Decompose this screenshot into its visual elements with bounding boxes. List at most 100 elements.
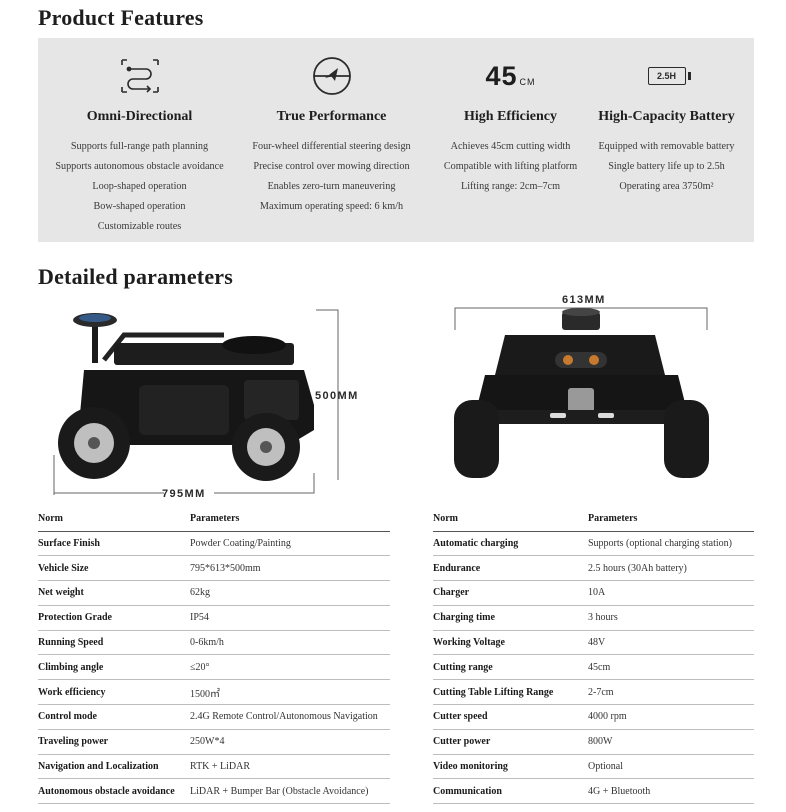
param-value: 2-7cm: [588, 679, 754, 706]
param-name: Vehicle Size: [38, 555, 190, 582]
battery-icon: 2.5H: [637, 54, 697, 98]
param-name: Communication: [433, 778, 588, 805]
features-section-title: Product Features: [38, 5, 204, 30]
param-name: Cutter power: [433, 729, 588, 755]
feature-line: Maximum operating speed: 6 km/h: [259, 201, 404, 212]
param-value: Optional: [588, 754, 754, 780]
battery-terminal: [687, 72, 691, 80]
header-norm: Norm: [433, 507, 588, 532]
param-value: LiDAR + Bumper Bar (Obstacle Avoidance): [190, 778, 390, 805]
mower-side-view-image: [53, 309, 339, 495]
param-name: Net weight: [38, 580, 190, 606]
param-value: Supports (optional charging station): [588, 531, 754, 557]
param-name: Protection Grade: [38, 605, 190, 631]
param-name: Climbing angle: [38, 654, 190, 681]
cutting-width-unit: CM: [519, 76, 536, 87]
param-value: 1500㎡: [190, 679, 390, 706]
param-name: Cutter speed: [433, 704, 588, 730]
feature-title: Omni-Directional: [86, 109, 193, 124]
feature-line: Achieves 45cm cutting width: [450, 141, 571, 152]
param-name: Work efficiency: [38, 679, 190, 706]
feature-title: High-Capacity Battery: [598, 109, 735, 124]
feature-line: Operating area 3750m²: [619, 181, 714, 192]
param-name: Cutting range: [433, 654, 588, 681]
feature-line: Bow-shaped operation: [93, 201, 186, 212]
feature-line: Single battery life up to 2.5h: [608, 161, 725, 172]
param-name: Traveling power: [38, 729, 190, 755]
feature-omni-directional: Omni-Directional Supports full-range pat…: [50, 38, 229, 242]
param-name: Endurance: [433, 555, 588, 582]
param-name: Autonomous obstacle avoidance: [38, 778, 190, 805]
feature-title: True Performance: [276, 109, 387, 124]
param-value: 3 hours: [588, 605, 754, 631]
param-value: 2.5 hours (30Ah battery): [588, 555, 754, 582]
param-value: 4G + Bluetooth: [588, 778, 754, 805]
param-value: 795*613*500mm: [190, 555, 390, 582]
feature-high-capacity-battery: 2.5H High-Capacity Battery Equipped with…: [579, 38, 754, 242]
feature-line: Equipped with removable battery: [598, 141, 735, 152]
params-section-title: Detailed parameters: [38, 264, 234, 289]
header-parameters: Parameters: [588, 507, 754, 532]
header-norm: Norm: [38, 507, 190, 532]
feature-line: Customizable routes: [97, 221, 182, 232]
param-name: Charging time: [433, 605, 588, 631]
param-name: Running Speed: [38, 630, 190, 656]
features-panel: Omni-Directional Supports full-range pat…: [38, 38, 754, 242]
param-name: Surface Finish: [38, 531, 190, 557]
param-value: ≤20°: [190, 654, 390, 681]
param-name: Cutting Table Lifting Range: [433, 679, 588, 706]
param-value: 2.4G Remote Control/Autonomous Navigatio…: [190, 704, 390, 730]
height-dimension-label: 500MM: [315, 390, 359, 402]
feature-line: Loop-shaped operation: [92, 181, 187, 192]
cutting-width-value: 45: [485, 60, 518, 91]
param-name: Navigation and Localization: [38, 754, 190, 780]
feature-line: Enables zero-turn maneuvering: [267, 181, 396, 192]
length-dimension-label: 795MM: [162, 488, 206, 500]
navigation-arrow-icon: [308, 54, 356, 98]
param-value: 4000 rpm: [588, 704, 754, 730]
param-value: Powder Coating/Painting: [190, 531, 390, 557]
param-value: IP54: [190, 605, 390, 631]
feature-line: Supports full-range path planning: [70, 141, 209, 152]
param-value: 10A: [588, 580, 754, 606]
param-name: Video monitoring: [433, 754, 588, 780]
param-value: 62kg: [190, 580, 390, 606]
battery-icon-label: 2.5H: [656, 71, 676, 81]
param-value: 0-6km/h: [190, 630, 390, 656]
param-value: RTK + LiDAR: [190, 754, 390, 780]
param-value: 800W: [588, 729, 754, 755]
header-parameters: Parameters: [190, 507, 390, 532]
param-name: Control mode: [38, 704, 190, 730]
param-value: 45cm: [588, 654, 754, 681]
param-name: Automatic charging: [433, 531, 588, 557]
feature-line: Four-wheel differential steering design: [252, 141, 411, 152]
path-planning-icon: [116, 54, 164, 98]
feature-line: Lifting range: 2cm–7cm: [460, 181, 560, 192]
table-row: Climbing angle≤20°: [38, 654, 390, 681]
param-value: 250W*4: [190, 729, 390, 755]
